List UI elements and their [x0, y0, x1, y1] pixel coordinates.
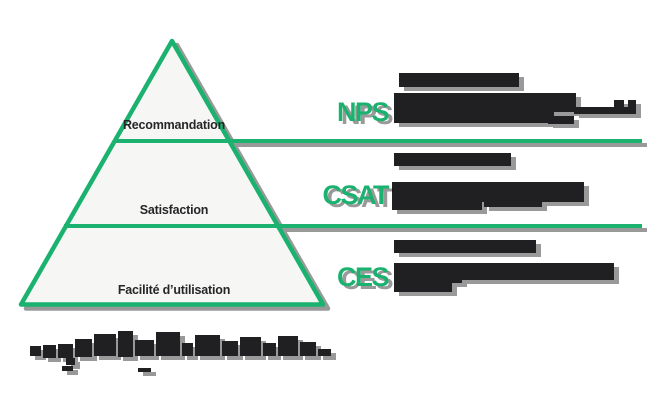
redacted-scribble — [118, 331, 133, 357]
metric-label-csat: CSAT — [322, 180, 390, 210]
pyramid-level-label-satisfaction: Satisfaction — [139, 203, 209, 217]
redacted-text-ces — [394, 240, 614, 292]
redacted-scribble — [278, 336, 298, 356]
redacted-text-bar — [614, 100, 624, 108]
redacted-scribble — [94, 334, 116, 356]
redacted-handwriting — [30, 331, 331, 372]
redacted-scribble — [138, 368, 151, 372]
redacted-scribble — [195, 335, 220, 356]
metric-label-ces: CES — [336, 262, 390, 292]
redacted-text-bar — [392, 182, 584, 202]
redacted-scribble — [43, 345, 56, 358]
redacted-scribble — [240, 337, 261, 356]
pyramid-shape — [18, 38, 326, 307]
redacted-text-bar — [394, 111, 554, 123]
redacted-text-bar — [394, 93, 576, 112]
metric-label-nps: NPS — [336, 97, 390, 127]
redacted-scribble — [156, 332, 180, 356]
redacted-text-bar — [548, 116, 574, 124]
redacted-text-bar — [432, 277, 462, 283]
redacted-scribble — [75, 339, 92, 357]
redacted-text-bar — [574, 107, 636, 114]
redacted-scribble — [66, 358, 75, 365]
redacted-scribble — [318, 349, 331, 356]
redacted-text-bar — [394, 240, 536, 253]
redacted-text-bar — [392, 202, 482, 210]
redacted-text-bar — [484, 202, 542, 207]
divider-line-csat — [64, 224, 642, 228]
redacted-scribble — [182, 343, 193, 356]
redacted-scribble — [222, 341, 238, 356]
redacted-text-csat — [392, 153, 584, 210]
redacted-scribble — [30, 346, 41, 356]
pyramid-level-label-facilite: Facilité d’utilisation — [117, 283, 231, 297]
pyramid-level-label-recommandation: Recommandation — [122, 118, 226, 132]
redacted-text-bar — [394, 153, 511, 166]
redacted-scribble — [300, 342, 316, 356]
redacted-scribble — [135, 340, 154, 356]
redacted-scribble — [62, 366, 73, 371]
redacted-text-bar — [394, 263, 614, 280]
redacted-text-bar — [399, 73, 519, 87]
redacted-scribble — [58, 344, 73, 358]
redacted-scribble — [263, 343, 276, 356]
divider-line-nps — [114, 139, 642, 143]
redacted-text-nps — [394, 73, 636, 124]
redacted-text-bar — [628, 100, 636, 114]
